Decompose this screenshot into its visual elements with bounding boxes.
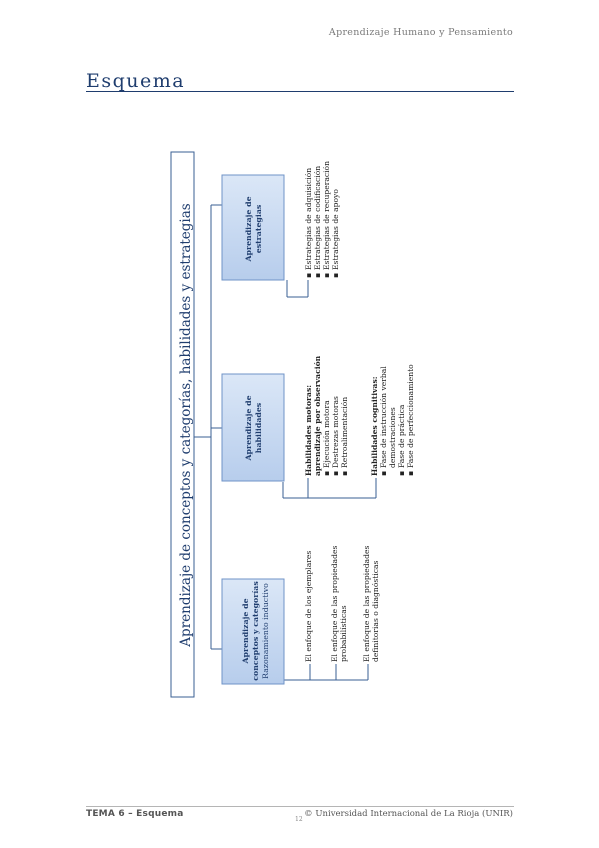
box-estrategias: [221, 174, 285, 281]
estrategias-item-apoyo: Estrategias de apoyo: [331, 189, 340, 270]
box-habilidades: [221, 373, 285, 482]
header-subject: Aprendizaje Humano y Pensamiento: [328, 27, 513, 38]
box-conceptos-title-2: conceptos y categorías: [251, 581, 260, 681]
cognitivas-bullet-1: ▪: [379, 471, 388, 476]
estrategias-item-codificacion: Estrategias de codificación: [313, 166, 322, 270]
footer-tema: TEMA 6 – Esquema: [86, 809, 184, 819]
estrategias-bullet-3: ▪: [322, 273, 331, 278]
footer-rule: [86, 806, 514, 807]
motoras-heading-1: Habilidades motoras:: [304, 385, 313, 476]
box-conceptos-subtitle: Razonamiento inductivo: [261, 583, 270, 679]
estrategias-item-recuperacion: Estrategias de recuperación: [322, 161, 331, 270]
motoras-item-retroalimentacion: Retroalimentación: [340, 397, 349, 468]
cognitivas-item-perfeccionamiento: Fase de perfeccionamiento: [406, 364, 415, 468]
motoras-bullet-2: ▪: [331, 471, 340, 476]
footer-page-number: 12: [295, 816, 303, 823]
conceptos-item-probabilisticas-2: probabilísticas: [339, 605, 348, 662]
box-conceptos-title-1: Aprendizaje de: [241, 598, 250, 664]
cognitivas-item-practica: Fase de práctica: [397, 404, 406, 468]
title-rule: [86, 91, 514, 92]
cognitivas-bullet-3: ▪: [406, 471, 415, 476]
box-estrategias-title-1: Aprendizaje de: [244, 196, 253, 262]
estrategias-item-adquisicion: Estrategias de adquisición: [304, 168, 313, 270]
page-title: Esquema: [86, 70, 186, 92]
motoras-bullet-1: ▪: [322, 471, 331, 476]
box-habilidades-title-1: Aprendizaje de: [244, 395, 253, 461]
footer-copyright: © Universidad Internacional de La Rioja …: [304, 809, 513, 819]
conceptos-item-definitorias-1: El enfoque de las propiedades: [362, 546, 371, 662]
cognitivas-item-instruccion-1: Fase de instrucción verbal: [379, 366, 388, 468]
conceptos-item-probabilisticas-1: El enfoque de las propiedades: [330, 546, 339, 662]
box-estrategias-title-2: estrategias: [254, 204, 263, 253]
motoras-bullet-3: ▪: [340, 471, 349, 476]
box-conceptos: [221, 578, 285, 685]
motoras-heading-2: aprendizaje por observación: [313, 355, 322, 476]
estrategias-bullet-2: ▪: [313, 273, 322, 278]
motoras-item-destrezas: Destrezas motoras: [331, 396, 340, 468]
cognitivas-item-instruccion-2: demostraciones: [388, 407, 397, 468]
conceptos-item-ejemplares: El enfoque de los ejemplares: [304, 551, 313, 662]
conceptos-item-definitorias-2: definitorias o diagnósticas: [371, 560, 380, 662]
box-habilidades-title-2: habilidades: [254, 402, 263, 453]
estrategias-bullet-1: ▪: [304, 273, 313, 278]
cognitivas-bullet-2: ▪: [397, 471, 406, 476]
motoras-item-ejecucion: Ejecución motora: [322, 400, 331, 468]
root-box: [170, 151, 195, 698]
root-label: Aprendizaje de conceptos y categorías, h…: [178, 203, 194, 647]
cognitivas-heading: Habilidades cognitivas:: [370, 376, 379, 476]
estrategias-bullet-4: ▪: [331, 273, 340, 278]
